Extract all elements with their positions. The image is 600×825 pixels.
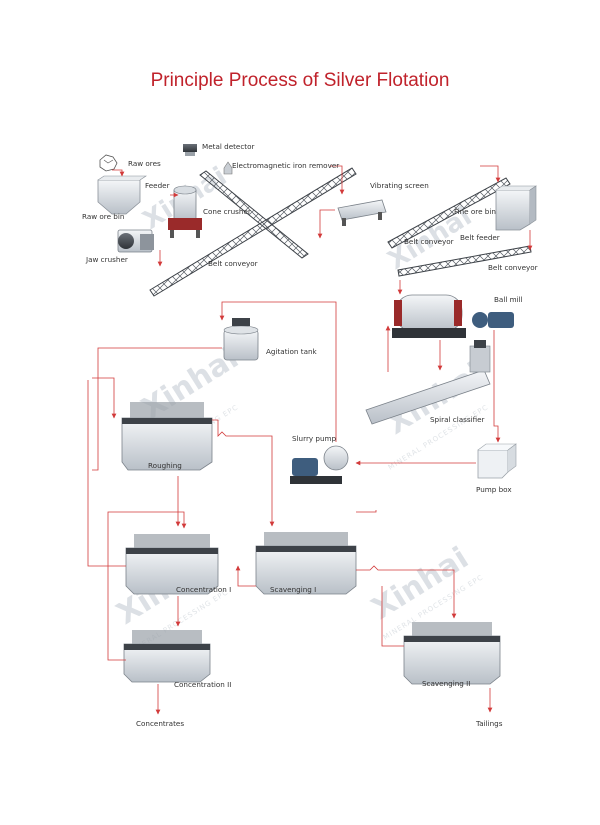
label-scavenging-2: Scavenging II [422,679,470,688]
label-raw-ores: Raw ores [128,159,161,168]
label-feeder: Feeder [145,181,170,190]
flotation-cell-scavenging-1 [255,532,357,595]
cone-crusher-icon [168,185,202,238]
label-belt-conveyor-3: Belt conveyor [488,263,538,272]
flotation-cell-scavenging-2 [403,622,501,685]
label-slurry-pump: Slurry pump [292,434,337,443]
page-title: Principle Process of Silver Flotation [150,70,450,91]
flow-screen-return [317,209,335,239]
jaw-crusher-icon [117,229,154,253]
label-ball-mill: Ball mill [494,295,523,304]
flow-scav2-back [381,586,404,647]
flotation-cell-concentration-1 [125,534,219,595]
label-tailings: Tailings [475,719,503,728]
belt-conveyor-2 [387,177,511,249]
vibrating-screen-icon [337,199,387,226]
label-scavenging-1: Scavenging I [270,585,316,594]
label-jaw-crusher: Jaw crusher [85,255,128,264]
flow-to-vibrating-screen [330,165,345,195]
ball-mill-icon [392,294,514,338]
raw-ores-icon [99,154,118,172]
flow-classifier-overflow [493,330,501,443]
fine-ore-bin-icon [495,185,537,231]
label-concentration-2: Concentration II [174,680,231,689]
label-cone-crusher: Cone crusher [203,207,251,216]
flow-tank-left-trunk [92,347,222,471]
label-fine-ore-bin: Fine ore bin [454,207,496,216]
flow-roughing-tailings-to-scavenging [212,419,275,527]
spiral-classifier-icon [365,340,491,425]
belt-conveyor-3 [397,245,532,277]
flow-conc1-middlings-back [87,380,126,567]
flow-raw-ores-to-bin [112,169,125,177]
labels: Raw ores Feeder Raw ore bin Jaw crusher … [82,142,538,728]
label-spiral-classifier: Spiral classifier [430,415,485,424]
label-vibrating-screen: Vibrating screen [370,181,429,190]
label-em-iron-remover: Electromagnetic iron remover [232,161,339,170]
raw-ore-bin-icon [97,175,147,215]
flotation-cell-concentration-2 [123,630,211,683]
flow-lines [87,165,533,715]
label-belt-conveyor-1: Belt conveyor [208,259,258,268]
label-metal-detector: Metal detector [202,142,255,151]
label-agitation-tank: Agitation tank [266,347,318,356]
label-raw-ore-bin: Raw ore bin [82,212,124,221]
slurry-pump-icon [290,445,349,484]
agitation-tank-icon [223,318,259,361]
label-belt-feeder: Belt feeder [460,233,500,242]
label-concentration-1: Concentration I [176,585,231,594]
flow-tank-to-roughing [92,377,117,419]
label-roughing: Roughing [148,461,182,470]
label-concentrates: Concentrates [136,719,184,728]
flow-scav1-to-scav2 [356,565,457,619]
metal-detector-icon [183,144,197,156]
flow-conc2-middlings-back [107,511,187,661]
label-pump-box: Pump box [476,485,512,494]
flow-scav1-back [235,565,256,587]
flow-scav1-top [356,510,377,513]
electromagnetic-iron-remover-icon [223,161,233,175]
flotation-cell-roughing [121,402,213,471]
flow-pump-to-agitation-tank [219,301,337,442]
belt-conveyor-crossing [149,167,357,297]
label-belt-conveyor-2: Belt conveyor [404,237,454,246]
pump-box-icon [477,443,517,479]
flow-to-fine-ore-bin [480,165,501,183]
